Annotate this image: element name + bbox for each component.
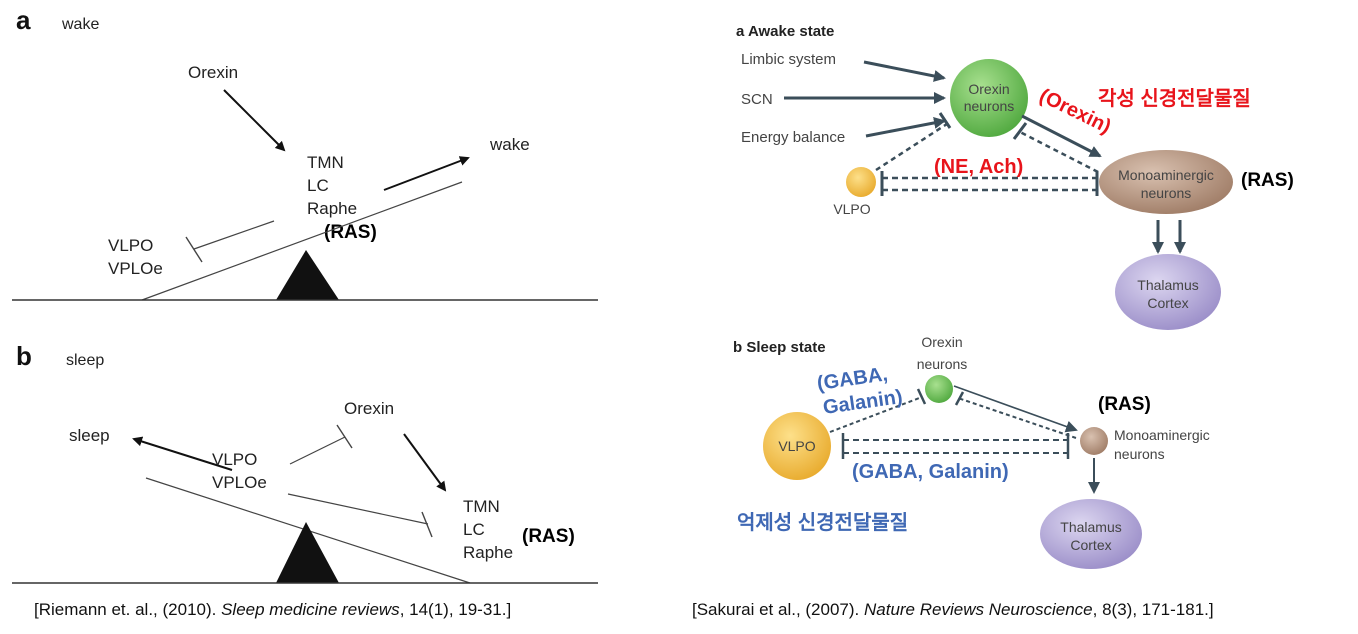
orexin-to-tmn-arrow	[403, 433, 447, 492]
orexin-label: Orexin	[188, 63, 238, 82]
citation-left-journal: Sleep medicine reviews	[221, 600, 400, 619]
vlpo-orexin-bar	[916, 388, 927, 405]
thalamus-label-1: Thalamus	[1137, 277, 1198, 293]
monoaminergic-node	[1099, 150, 1233, 214]
sleep-arrow	[132, 436, 233, 471]
panel-title-wake: wake	[61, 16, 99, 33]
right-panel-sleep: b Sleep state Orexin neurons VLPO Monoam…	[733, 334, 1210, 569]
citation-left-pre: [Riemann et. al., (2010).	[34, 600, 221, 619]
orexin-to-tmn-arrow	[223, 89, 286, 152]
ras-label: (RAS)	[522, 526, 575, 547]
ras-label: (RAS)	[324, 222, 377, 243]
orexin-label: Orexin	[344, 399, 394, 418]
sleep-label: sleep	[69, 426, 110, 445]
ras-label: (RAS)	[1241, 170, 1294, 191]
inhibition-bar	[185, 236, 203, 263]
citation-right-journal: Nature Reviews Neuroscience	[864, 600, 1093, 619]
vploe-label: VPLOe	[212, 473, 267, 492]
thalamus-cortex-node	[1115, 254, 1221, 330]
energy-label: Energy balance	[741, 129, 845, 146]
lc-label: LC	[463, 520, 485, 539]
orexin-to-mono-arrow	[1021, 114, 1102, 158]
orexin-node	[925, 375, 953, 403]
orexin-node-label-2: neurons	[964, 98, 1015, 114]
panel-title-sleep: sleep	[66, 352, 104, 369]
right-panel-awake: a Awake state Limbic system SCN Energy b…	[736, 23, 1294, 330]
orexin-to-mono-arrow	[953, 385, 1078, 433]
limbic-arrow	[863, 60, 946, 82]
vlpo-orexin-dashed	[875, 120, 951, 172]
raphe-label: Raphe	[463, 543, 513, 562]
vlpo-label: VLPO	[212, 450, 257, 469]
left-panel-a: a wake Orexin TMN LC Raphe (RAS) wake VL…	[12, 5, 598, 301]
limbic-label: Limbic system	[741, 51, 836, 68]
blue-gaba-galanin-label: (GABA, Galanin)	[852, 461, 1009, 483]
thalamus-label-2: Cortex	[1070, 537, 1111, 553]
tmn-inhibition-bar	[421, 511, 433, 538]
sleep-title: b Sleep state	[733, 339, 826, 356]
seesaw-beam	[141, 181, 463, 301]
mono-label-1: Monoaminergic	[1114, 427, 1210, 443]
blue-title: 억제성 신경전달물질	[737, 511, 908, 534]
energy-arrow	[865, 116, 946, 138]
vlpo-label: VLPO	[778, 438, 815, 454]
scn-label: SCN	[741, 91, 773, 108]
ras-label: (RAS)	[1098, 394, 1151, 415]
awake-title: a Awake state	[736, 23, 834, 40]
mono-to-orexin-bar	[1012, 122, 1028, 140]
thalamus-label-1: Thalamus	[1060, 519, 1121, 535]
inhibition-line	[193, 220, 275, 250]
tmn-label: TMN	[307, 153, 344, 172]
seesaw-fulcrum	[276, 250, 339, 300]
mono-label-2: neurons	[1141, 185, 1192, 201]
vlpo-node	[846, 167, 876, 197]
lc-label: LC	[307, 176, 329, 195]
left-panel-b: b sleep Orexin sleep VLPO VPLOe TMN LC R…	[12, 341, 598, 584]
thalamus-label-2: Cortex	[1147, 295, 1188, 311]
citation-right: [Sakurai et al., (2007). Nature Reviews …	[692, 600, 1214, 619]
thalamus-cortex-node	[1040, 499, 1142, 569]
mono-to-orexin-bar	[954, 391, 965, 406]
tmn-label: TMN	[463, 497, 500, 516]
orexin-label-2: neurons	[917, 356, 968, 372]
vlpo-orexin-bar	[938, 112, 952, 129]
mono-label-1: Monoaminergic	[1118, 167, 1214, 183]
orexin-inhibition-bar	[336, 424, 353, 449]
tmn-inhibition-line	[287, 493, 429, 525]
red-title: 각성 신경전달물질	[1098, 87, 1251, 110]
vlpo-orexin-dashed	[829, 396, 923, 433]
red-ne-ach-label: (NE, Ach)	[934, 156, 1023, 178]
orexin-inhibition-line	[289, 436, 346, 465]
mono-to-orexin-dashed	[957, 397, 1077, 439]
orexin-node-label-1: Orexin	[968, 81, 1009, 97]
mono-to-orexin-dashed	[1019, 130, 1099, 174]
wake-arrow	[383, 156, 470, 191]
vlpo-node	[763, 412, 831, 480]
vlpo-label: VLPO	[108, 236, 153, 255]
citation-right-pre: [Sakurai et al., (2007).	[692, 600, 864, 619]
orexin-neurons-node	[950, 59, 1028, 137]
raphe-label: Raphe	[307, 199, 357, 218]
citation-right-post: , 8(3), 171-181.]	[1093, 600, 1214, 619]
citation-left-post: , 14(1), 19-31.]	[400, 600, 512, 619]
citation-left: [Riemann et. al., (2010). Sleep medicine…	[34, 600, 511, 619]
monoaminergic-node	[1080, 427, 1108, 455]
vploe-label: VPLOe	[108, 259, 163, 278]
wake-label: wake	[489, 135, 530, 154]
seesaw-fulcrum	[276, 522, 339, 583]
panel-letter-a: a	[16, 5, 31, 35]
orexin-label-1: Orexin	[921, 334, 962, 350]
panel-letter-b: b	[16, 341, 32, 371]
vlpo-label: VLPO	[833, 201, 870, 217]
mono-label-2: neurons	[1114, 446, 1165, 462]
